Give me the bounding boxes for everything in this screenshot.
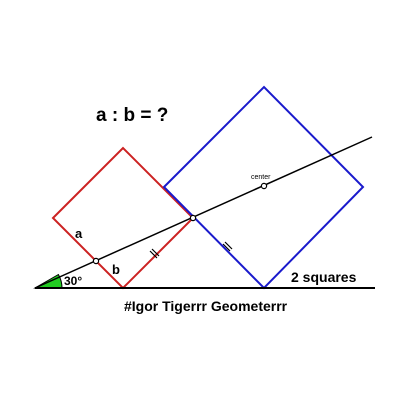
tick-mark-blue [224,241,233,250]
label-a: a [75,226,83,241]
center-label: center [251,174,271,181]
caption-label: 2 squares [291,269,357,285]
red-square [51,146,195,290]
label-b: b [112,262,120,277]
angle-label: 30° [64,274,82,288]
credit-text: #Igor Tigerrr Geometerrr [124,298,288,314]
blue-square [162,85,365,290]
point-square-contact [189,214,197,222]
tick-mark-red [149,250,158,259]
tick-mark-blue [222,243,231,252]
point-center [260,182,268,190]
point-a-b-junction [92,257,100,265]
equal-tick-marks [149,241,233,259]
question-text: a : b = ? [96,105,168,126]
oblique-line [34,136,373,289]
tick-mark-red [151,248,160,257]
